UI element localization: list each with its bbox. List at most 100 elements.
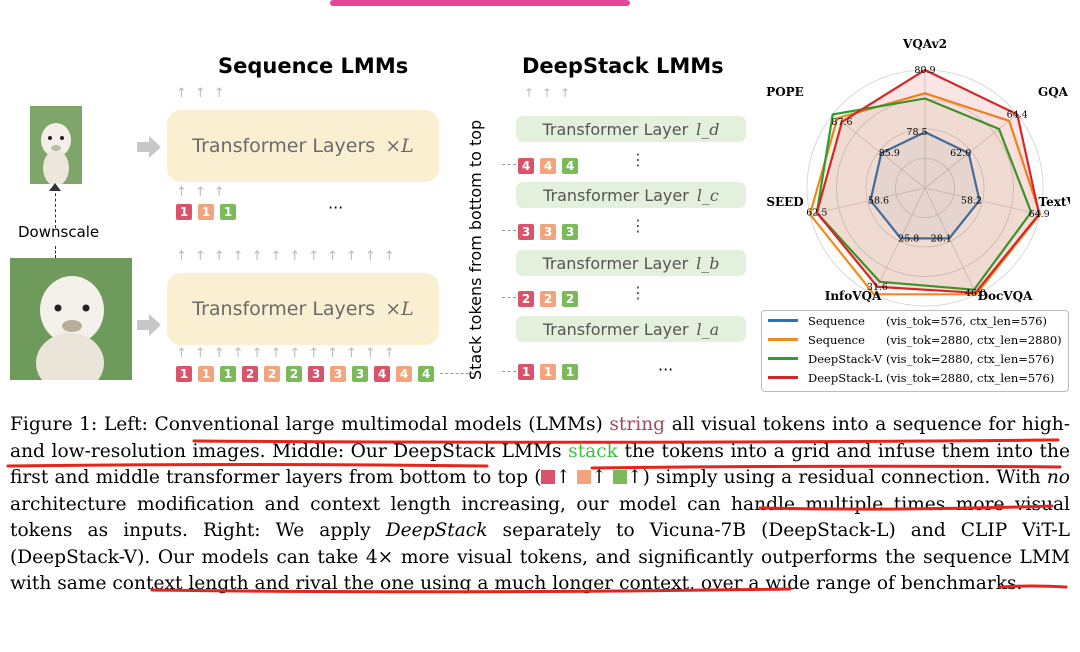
legend-item: DeepStack-V(vis_tok=2880, ctx_len=576) [768,349,1068,368]
stack-tokens-row-1: 1 1 1 [518,364,578,380]
input-arrow-icon [137,136,161,158]
radar-series-2 [815,97,1033,291]
arrow-head-icon [49,183,61,191]
visual-token: 2 [264,366,280,382]
stack-connector [502,164,516,165]
ellipsis: ··· [658,360,674,379]
radar-value-label: 78.5 [906,127,927,138]
visual-token: 4 [518,158,534,174]
red-token-icon [541,470,556,484]
visual-token: 1 [220,204,236,220]
radar-value-label: 28.1 [931,233,952,244]
token-stack-connector [440,373,474,374]
legend-item: Sequence(vis_tok=2880, ctx_len=2880) [768,330,1068,349]
stack-connector [502,230,516,231]
radar-axis-line [832,114,926,189]
chart-legend: Sequence(vis_tok=576, ctx_len=576) Seque… [761,310,1069,392]
legend-item: Sequence(vis_tok=576, ctx_len=576) [768,311,1068,330]
legend-swatch [768,338,798,341]
output-arrows: ↑↑↑ [524,86,579,100]
transformer-layers-block-high: Transformer Layers×L [167,273,439,345]
visual-token: 3 [562,224,578,240]
ellipsis: ··· [328,198,344,217]
radar-axis-label: DocVQA [978,289,1033,303]
vdots: ⋮ [630,150,646,169]
downscale-label: Downscale [18,223,100,241]
stack-tokens-row-3: 3 3 3 [518,224,578,240]
orange-token-icon [577,470,592,484]
visual-token: 1 [518,364,534,380]
visual-token: 1 [198,366,214,382]
visual-token: 1 [540,364,556,380]
legend-swatch [768,319,798,322]
legend-swatch [768,357,798,360]
visual-token: 4 [562,158,578,174]
visual-token: 3 [540,224,556,240]
radar-value-label: 64.4 [1007,109,1028,120]
radar-axis-label: VQAv2 [902,37,947,51]
radar-value-label: 46.0 [965,288,986,299]
radar-axis-line [924,114,1018,189]
visual-token: 2 [518,291,534,307]
visual-token: 3 [518,224,534,240]
visual-token: 4 [540,158,556,174]
radar-value-label: 31.6 [867,282,888,293]
visual-token: 1 [176,204,192,220]
deepstack-lmms-title: DeepStack LMMs [522,54,724,78]
radar-value-label: 25.8 [898,233,919,244]
visual-token: 2 [562,291,578,307]
radar-axis-line [924,187,1041,215]
radar-value-label: 87.6 [831,117,852,128]
radar-axis-line [809,187,926,215]
radar-axis-line [924,187,977,295]
radar-chart: VQAv2 80.9 78.5 GQA 64.4 62.0TextVQA64.9 58.2D… [766,37,1070,307]
radar-axis-label: SEED [766,195,803,209]
input-arrows: ↑↑↑↑↑↑↑↑↑↑↑↑ [176,346,403,361]
radar-value-label: 62.5 [806,208,827,219]
radar-value-label: 80.9 [914,65,935,76]
stack-tokens-row-2: 2 2 2 [518,291,578,307]
radar-axis-label: POPE [766,85,804,99]
alpaca-low-res-image [30,106,82,184]
radar-axis-line [873,187,926,295]
high-res-tokens: 1 1 1 2 2 2 3 3 3 4 4 4 [176,366,434,382]
radar-value-label: 64.9 [1029,209,1050,220]
output-arrows: ↑↑↑ [176,86,233,101]
radar-series-3 [815,68,1041,294]
radar-series-1 [808,92,1042,296]
radar-value-label: 58.6 [868,195,889,206]
visual-token: 1 [198,204,214,220]
downscale-arrow [55,188,56,228]
header-accent-bar [330,0,630,6]
vdots: ⋮ [630,283,646,302]
visual-token: 4 [374,366,390,382]
sequence-lmms-title: Sequence LMMs [218,54,409,78]
alpaca-high-res-image [10,258,132,380]
visual-token: 1 [220,366,236,382]
green-token-icon [612,470,627,484]
radar-value-label: 62.0 [950,148,971,159]
visual-token: 2 [540,291,556,307]
visual-token: 2 [286,366,302,382]
input-arrow-icon [137,314,161,336]
radar-axis-label: InfoVQA [825,289,882,303]
visual-token: 4 [418,366,434,382]
visual-token: 1 [562,364,578,380]
legend-item: DeepStack-L(vis_tok=2880, ctx_len=576) [768,368,1068,387]
radar-value-label: 58.2 [961,195,982,206]
input-arrows: ↑↑↑ [176,185,233,200]
visual-token: 3 [352,366,368,382]
stack-tokens-row-4: 4 4 4 [518,158,578,174]
stack-tokens-label: Stack tokens from bottom to top [466,119,485,380]
stack-connector [502,371,516,372]
radar-axis-label: GQA [1038,85,1069,99]
transformer-layers-block-low: Transformer Layers×L [167,110,439,182]
radar-axis-label: TextVQA [1039,195,1070,209]
stack-connector [502,297,516,298]
visual-token: 4 [396,366,412,382]
low-res-tokens: 1 1 1 [176,204,236,220]
radar-series-0 [869,130,981,240]
